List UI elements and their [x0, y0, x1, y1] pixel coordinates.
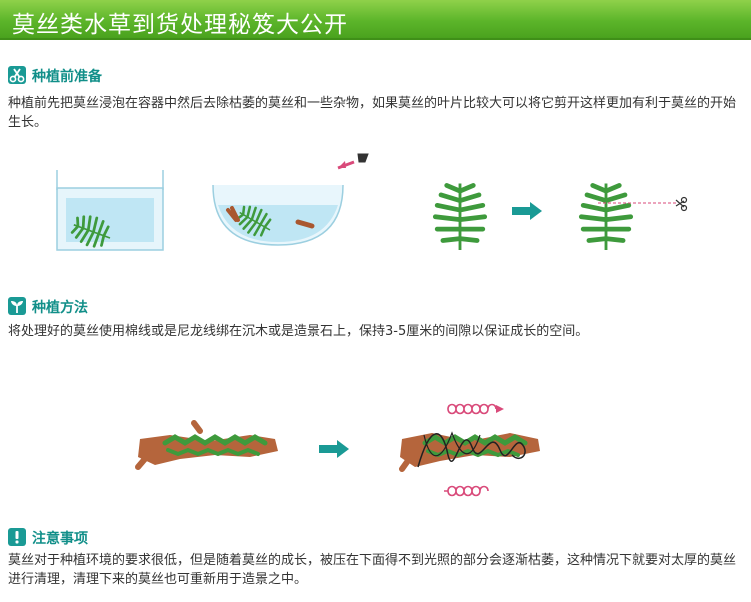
thread-wrap-top: [447, 403, 504, 415]
moss-frond-cut: [581, 184, 630, 251]
scissors-icon: [8, 66, 26, 84]
sprout-icon: [8, 297, 26, 315]
preparation-illustration: [56, 153, 688, 253]
section-preparation-text: 种植前先把莫丝浸泡在容器中然后去除枯萎的莫丝和一些杂物，如果莫丝的叶片比较大可以…: [8, 96, 737, 130]
exclamation-icon: [8, 528, 26, 546]
page-title: 莫丝类水草到货处理秘笈大公开: [12, 12, 348, 38]
section-title: 种植方法: [32, 300, 88, 316]
scissors-cut-icon: [675, 196, 688, 212]
moss-frond-whole: [435, 184, 484, 251]
water-container: [56, 170, 164, 253]
arrow-icon: [319, 440, 349, 458]
page-header: 莫丝类水草到货处理秘笈大公开: [0, 0, 751, 40]
water-bowl: [212, 153, 369, 246]
thread-wrap-bottom: [444, 485, 489, 497]
driftwood-tied: [399, 431, 540, 472]
arrow-icon: [512, 202, 542, 220]
method-illustration: [135, 403, 540, 497]
section-notes-text: 莫丝对于种植环境的要求很低，但是随着莫丝的成长，被压在下面得不到光照的部分会逐渐…: [8, 553, 737, 587]
driftwood-with-moss: [135, 420, 278, 470]
section-title: 种植前准备: [32, 69, 102, 85]
section-title: 注意事项: [32, 531, 88, 547]
section-method-text: 将处理好的莫丝使用棉线或是尼龙线绑在沉木或是造景石上，保持3-5厘米的间隙以保证…: [8, 324, 589, 339]
